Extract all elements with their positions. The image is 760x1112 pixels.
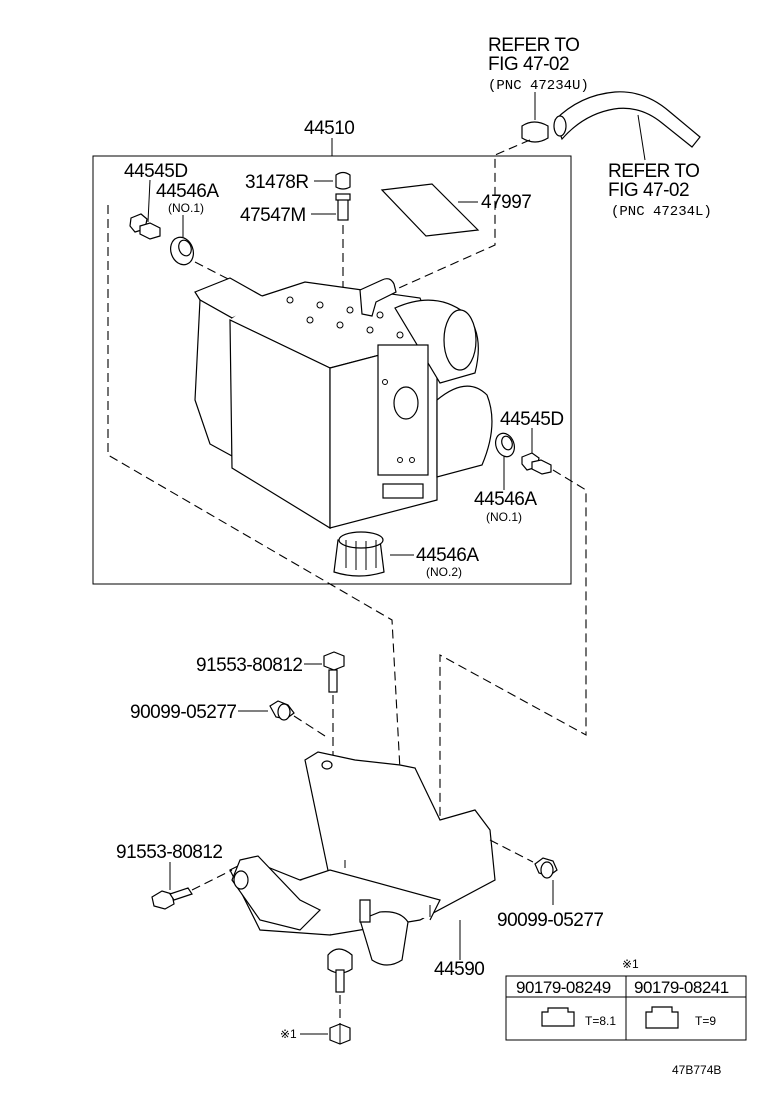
label-90099-right: 90099-05277 [497,910,604,931]
cap-31478r-icon [335,171,351,190]
label-44546a-bottom: 44546A [416,545,479,566]
nut-90099-left-icon [269,700,295,721]
table-mark: ※1 [622,957,639,971]
table-col2-spec: T=9 [695,1014,716,1028]
bolt-44545d-right-icon [521,452,552,475]
label-47997: 47997 [481,192,531,213]
ref-right-line2: FIG 47-02 [608,180,689,201]
ref-top-line1: REFER TO [488,35,579,56]
figure-code: 47B774B [672,1063,721,1077]
label-44545d-right: 44545D [500,409,564,430]
bolt-91553-bottom-icon [151,887,193,910]
label-91553-bottom: 91553-80812 [116,842,223,863]
ref-top-line2: FIG 47-02 [488,54,569,75]
label-91553-top: 91553-80812 [196,655,303,676]
label-sticker-47997-icon [380,183,480,237]
nut-thick-icon [645,1006,679,1029]
bolt-91553-top-icon [323,651,345,693]
bolt-44545d-left-icon [129,213,161,240]
ref-right-line1: REFER TO [608,161,699,182]
grommet-44546a-right-icon [494,432,516,458]
table-col1-spec: T=8.1 [585,1014,616,1028]
label-44546a-left: 44546A [156,181,219,202]
label-44590: 44590 [434,959,484,980]
abs-actuator-body [194,277,493,530]
label-44546a-right-note: (NO.1) [486,510,522,524]
label-44545d-left: 44545D [124,161,188,182]
label-47547m: 47547M [240,205,306,226]
reference-right: REFER TO FIG 47-02 (PNC 47234L) [608,161,712,220]
reference-top: REFER TO FIG 47-02 (PNC 47234U) [488,35,589,94]
grommet-44546a-left-icon [170,236,194,266]
nut-spec-table [505,975,747,1041]
label-31478r: 31478R [245,172,309,193]
table-col2-part: 90179-08241 [634,978,729,997]
label-44546a-bottom-note: (NO.2) [426,565,462,579]
nut-mark1-icon [329,1023,351,1045]
label-90099-left: 90099-05277 [130,702,237,723]
bracket-44590-drawing [229,751,496,993]
label-44546a-left-note: (NO.1) [168,201,204,215]
label-44510: 44510 [304,118,354,139]
nut-thin-icon [541,1007,575,1027]
table-col1-part: 90179-08249 [516,978,611,997]
bleeder-plug-47547m-icon [335,193,351,221]
label-nut-mark: ※1 [280,1027,297,1041]
label-44546a-right: 44546A [474,489,537,510]
brake-hose-drawing [371,91,701,301]
nut-90099-right-icon [534,857,558,879]
ref-right-line3: (PNC 47234L) [611,204,712,220]
ref-top-line3: (PNC 47234U) [488,78,589,94]
grommet-44546a-bottom-icon [333,531,385,577]
